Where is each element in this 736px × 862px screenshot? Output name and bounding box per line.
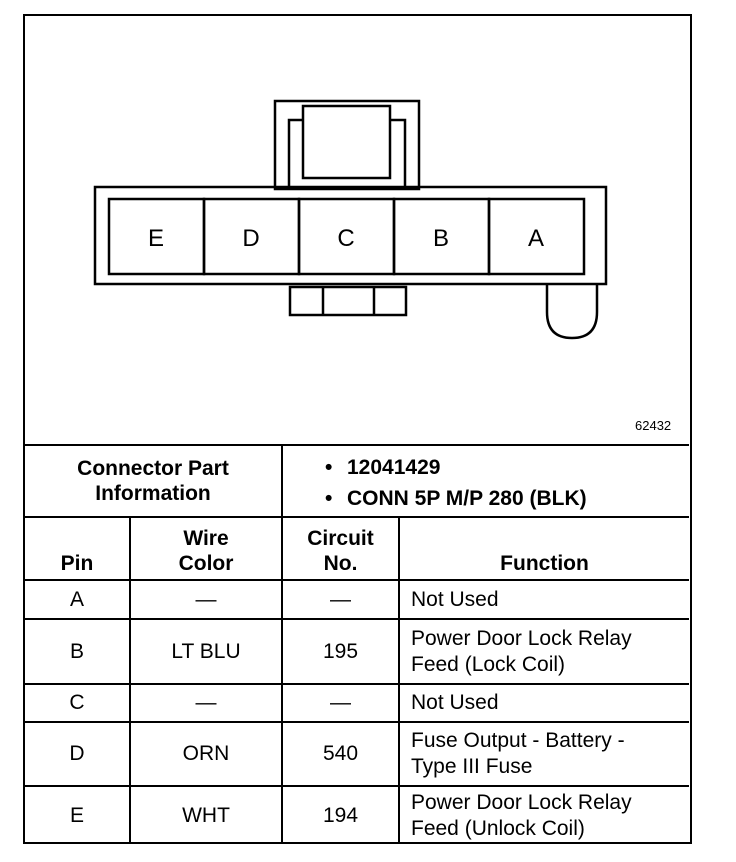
cell-wire-color: WHT [129, 785, 283, 844]
cell-circuit: 195 [281, 618, 400, 685]
cell-function: Not Used [398, 683, 689, 723]
pin-label-b: B [433, 225, 449, 252]
side-hook [545, 284, 599, 340]
cell-pin: C [25, 683, 131, 723]
connector-part-info: Connector Part Information • 12041429 • CO… [25, 444, 689, 518]
bottom-tab [288, 285, 408, 317]
connector-diagram: E D C B A 62432 [25, 16, 689, 444]
cell-circuit: 194 [281, 785, 400, 844]
part-number-line: • 12041429 [325, 452, 587, 483]
cell-pin: E [25, 785, 131, 844]
cell-wire-color: LT BLU [129, 618, 283, 685]
latch-right-hook [390, 118, 407, 189]
cell-circuit: — [281, 683, 400, 723]
cell-wire-color: — [129, 579, 283, 620]
connector-drawing: E D C B A [93, 99, 608, 340]
header-function: Function [398, 518, 689, 581]
info-label-line2: Information [95, 482, 211, 505]
pin-label-c: C [337, 225, 354, 252]
latch-outer [273, 99, 421, 191]
cell-pin: D [25, 721, 131, 787]
info-label-line1: Connector Part [77, 457, 229, 480]
cell-circuit: 540 [281, 721, 400, 787]
connector-housing [93, 185, 608, 286]
pin-cell-a [487, 197, 586, 276]
cell-pin: A [25, 579, 131, 620]
connector-description: CONN 5P M/P 280 (BLK) [347, 487, 587, 510]
connector-info-label: Connector Part Information [25, 446, 283, 516]
connector-info-values: • 12041429 • CONN 5P M/P 280 (BLK) [325, 452, 587, 514]
header-pin: Pin [25, 518, 131, 581]
pin-label-e: E [148, 225, 164, 252]
table-row: D ORN 540 Fuse Output - Battery -Type II… [25, 721, 689, 787]
latch-inner [301, 104, 392, 180]
cell-wire-color: — [129, 683, 283, 723]
cell-wire-color: ORN [129, 721, 283, 787]
cell-circuit: — [281, 579, 400, 620]
bullet: • [325, 456, 333, 479]
part-number: 12041429 [347, 456, 441, 479]
bullet: • [325, 487, 333, 510]
pin-label-d: D [242, 225, 259, 252]
cell-function: Fuse Output - Battery -Type III Fuse [398, 721, 689, 787]
connector-sheet: E D C B A 62432 Connector Part Informati… [23, 14, 692, 844]
description-line: • CONN 5P M/P 280 (BLK) [325, 483, 587, 514]
figure-number: 62432 [635, 418, 672, 433]
table-row: A — — Not Used [25, 579, 689, 620]
cell-function: Not Used [398, 579, 689, 620]
table-row: C — — Not Used [25, 683, 689, 723]
latch-left-hook [287, 118, 303, 189]
pin-label-a: A [528, 225, 544, 252]
cell-pin: B [25, 618, 131, 685]
